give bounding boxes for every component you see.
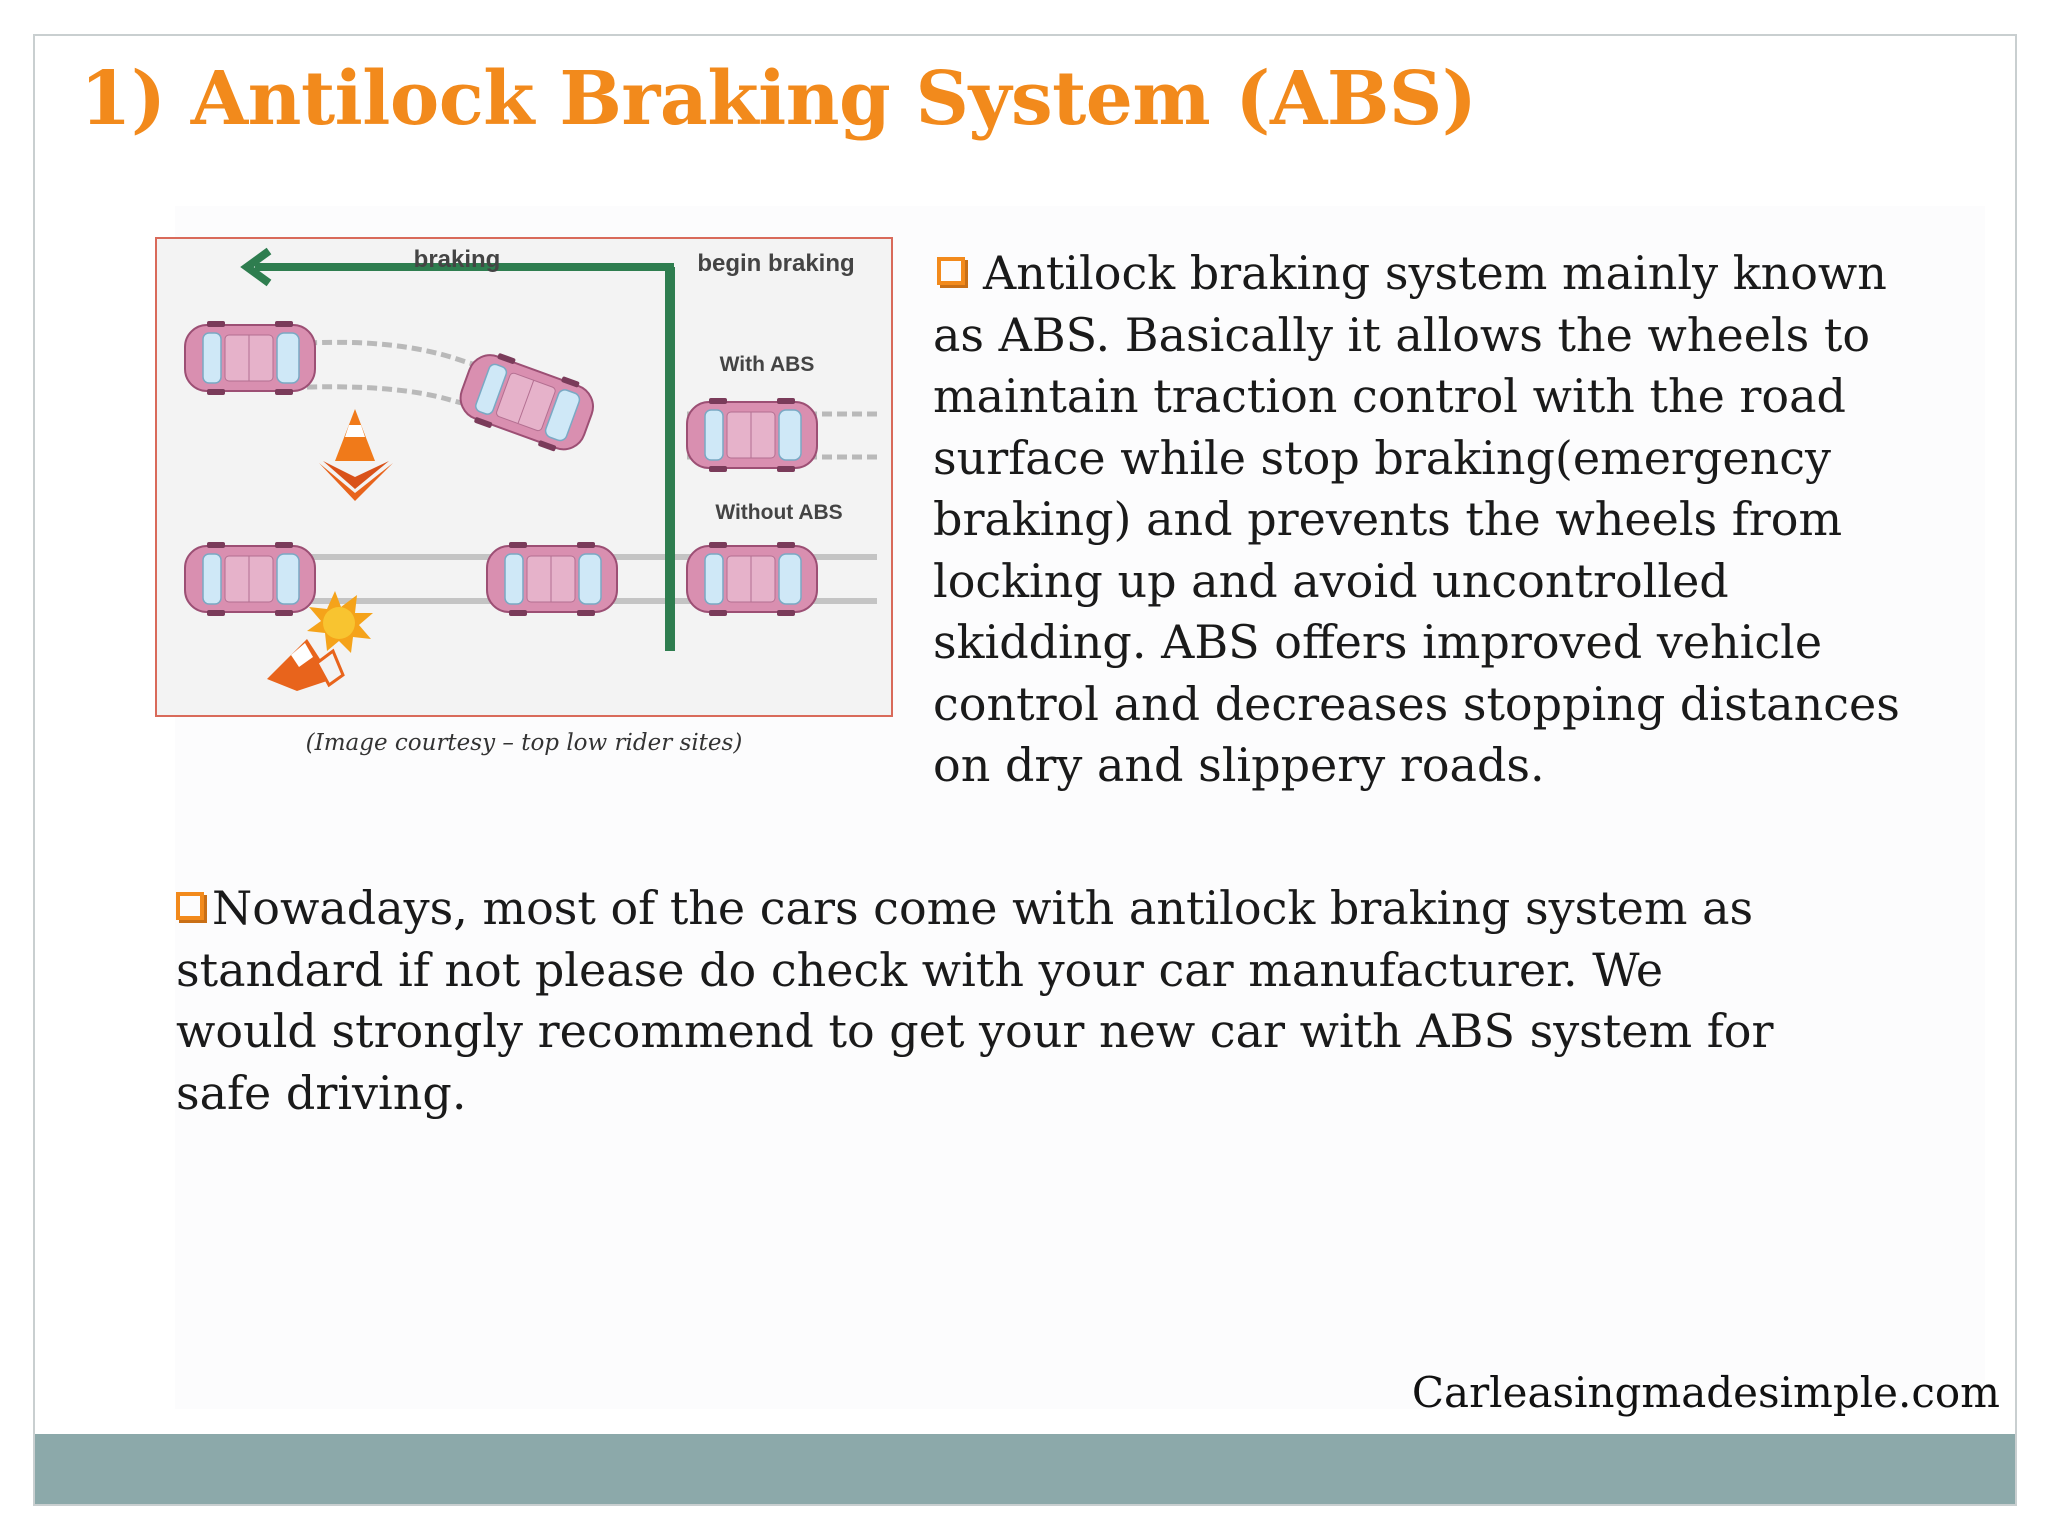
impact-burst-icon — [307, 591, 373, 653]
car-without-abs-start — [184, 541, 316, 617]
car-without-abs-end — [686, 541, 818, 617]
fallen-cone-icon — [267, 639, 345, 691]
recommendation-text: Nowadays, most of the cars come with ant… — [176, 881, 1774, 1120]
recommendation-paragraph: Nowadays, most of the cars come with ant… — [176, 878, 1796, 1124]
car-with-abs-start — [184, 320, 316, 396]
checkbox-bullet-icon — [176, 892, 204, 920]
without-abs-label: Without ABS — [715, 501, 842, 524]
footer-bar — [35, 1434, 2015, 1504]
car-without-abs-mid — [486, 541, 618, 617]
abs-description-paragraph: Antilock braking system mainly known as … — [933, 243, 1933, 797]
checkbox-bullet-icon — [937, 257, 965, 285]
braking-label: braking — [414, 246, 501, 273]
image-caption: (Image courtesy – top low rider sites) — [305, 730, 743, 756]
traffic-cone-icon — [319, 409, 393, 501]
abs-diagram: braking begin braking With ABS Without A… — [155, 237, 893, 717]
left-arrow-icon — [240, 247, 272, 287]
slide-title: 1) Antilock Braking System (ABS) — [80, 56, 1477, 142]
footer-site-name: Carleasingmadesimple.com — [1411, 1368, 2000, 1417]
abs-description-text: Antilock braking system mainly known as … — [933, 246, 1900, 792]
begin-braking-label: begin braking — [697, 250, 854, 277]
car-with-abs-end — [686, 397, 818, 473]
with-abs-label: With ABS — [720, 353, 815, 376]
